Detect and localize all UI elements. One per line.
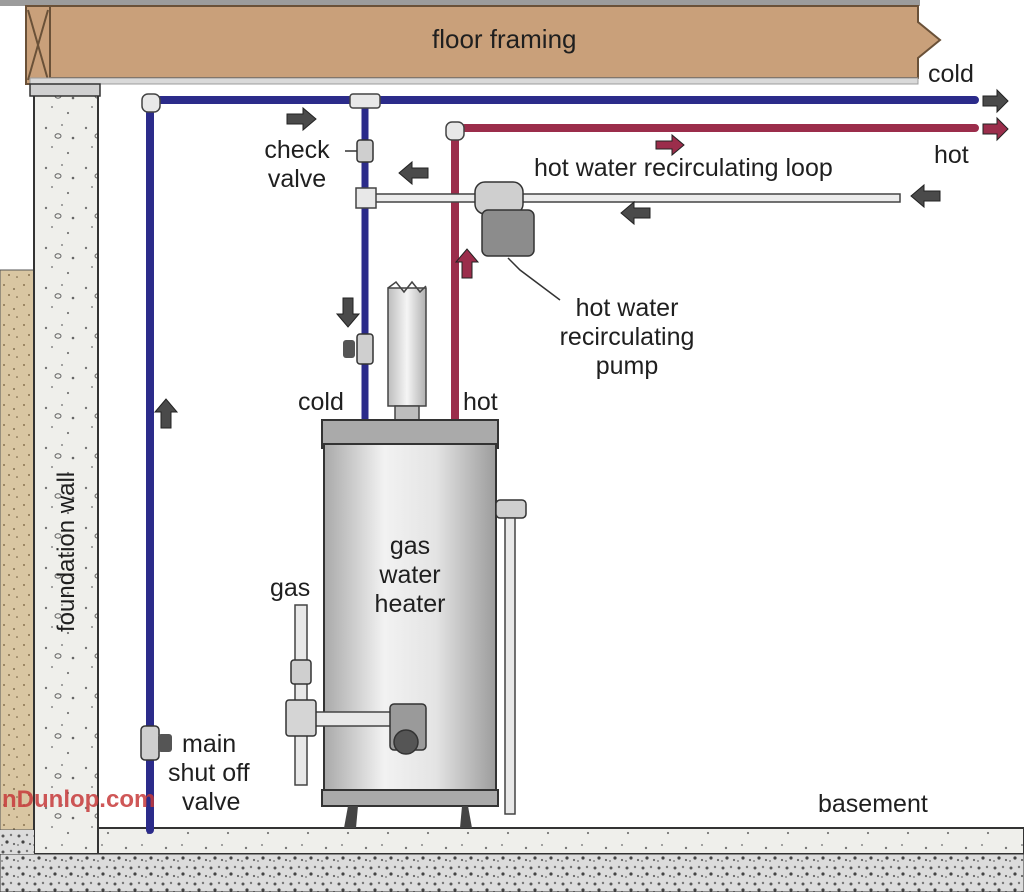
arrow-loop-mid	[620, 200, 651, 226]
check-valve-label: check valve	[254, 136, 340, 194]
gas-line	[285, 604, 408, 786]
heater-label-line1: gas	[389, 532, 431, 560]
pump-label-line3: pump	[595, 352, 659, 380]
arrow-loop-left	[398, 160, 429, 186]
relief-valve	[495, 499, 527, 815]
arrow-cold-out	[982, 88, 1009, 114]
basement-floor	[0, 827, 1024, 892]
floor-framing-beam	[0, 0, 942, 85]
main-shutoff-line1: main	[182, 730, 237, 758]
foundation-wall-label: foundation wall	[53, 471, 80, 632]
hot-elbow	[445, 121, 465, 141]
heater-label-line2: water	[379, 561, 441, 589]
recirculating-return-line	[355, 187, 901, 209]
arrow-hot-top	[655, 133, 685, 157]
heater-cold-label: cold	[298, 388, 344, 416]
gas-label: gas	[270, 574, 311, 602]
arrow-main-up	[153, 398, 179, 429]
water-heater-tank	[321, 419, 499, 828]
arrow-cold-down	[335, 297, 361, 328]
heater-hot-label: hot	[463, 388, 498, 416]
soil	[0, 269, 35, 831]
gas-control-valve	[389, 703, 427, 755]
check-valve-label-line2: valve	[267, 165, 327, 193]
pump-label-line1: hot water	[575, 294, 679, 322]
arrow-hot-up	[454, 248, 480, 279]
main-shutoff-valve	[140, 725, 172, 761]
arrow-hot-out	[982, 116, 1009, 142]
recirculating-pump	[474, 181, 561, 301]
floor-framing-label: floor framing	[432, 24, 577, 54]
cold-outlet-label: cold	[928, 60, 974, 88]
basement-label: basement	[818, 790, 928, 818]
water-heater-label: gas water heater	[350, 532, 470, 619]
check-valve	[345, 139, 374, 163]
cold-tee-fitting	[349, 93, 381, 109]
watermark: nDunlop.com	[2, 786, 156, 813]
main-shutoff-label: main shut off valve	[168, 730, 250, 817]
foundation-wall	[29, 83, 101, 855]
flue-pipe	[387, 280, 427, 423]
corner-elbow	[141, 93, 161, 113]
main-shutoff-line3: valve	[182, 788, 241, 816]
heater-label-line3: heater	[374, 590, 446, 618]
check-valve-label-line1: check	[264, 136, 330, 164]
main-shutoff-line2: shut off	[168, 759, 250, 787]
hot-outlet-label: hot	[934, 141, 969, 169]
pump-label-line2: recirculating	[559, 323, 695, 351]
arrow-cold-top	[286, 106, 317, 132]
cold-supply-pipe	[146, 96, 979, 834]
flow-arrows	[153, 88, 1009, 429]
recirculating-loop-label: hot water recirculating loop	[534, 154, 833, 182]
heater-cold-shutoff-valve	[343, 333, 374, 365]
recirculating-pump-label: hot water recirculating pump	[542, 294, 712, 381]
arrow-loop-in	[910, 183, 941, 209]
